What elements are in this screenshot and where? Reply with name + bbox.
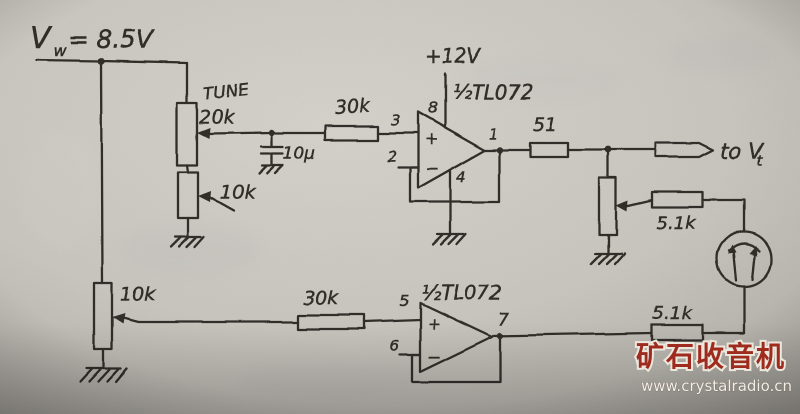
watermark-url: www.crystalradio.cn	[641, 377, 792, 395]
watermark-title: 矿石收音机	[636, 340, 786, 373]
